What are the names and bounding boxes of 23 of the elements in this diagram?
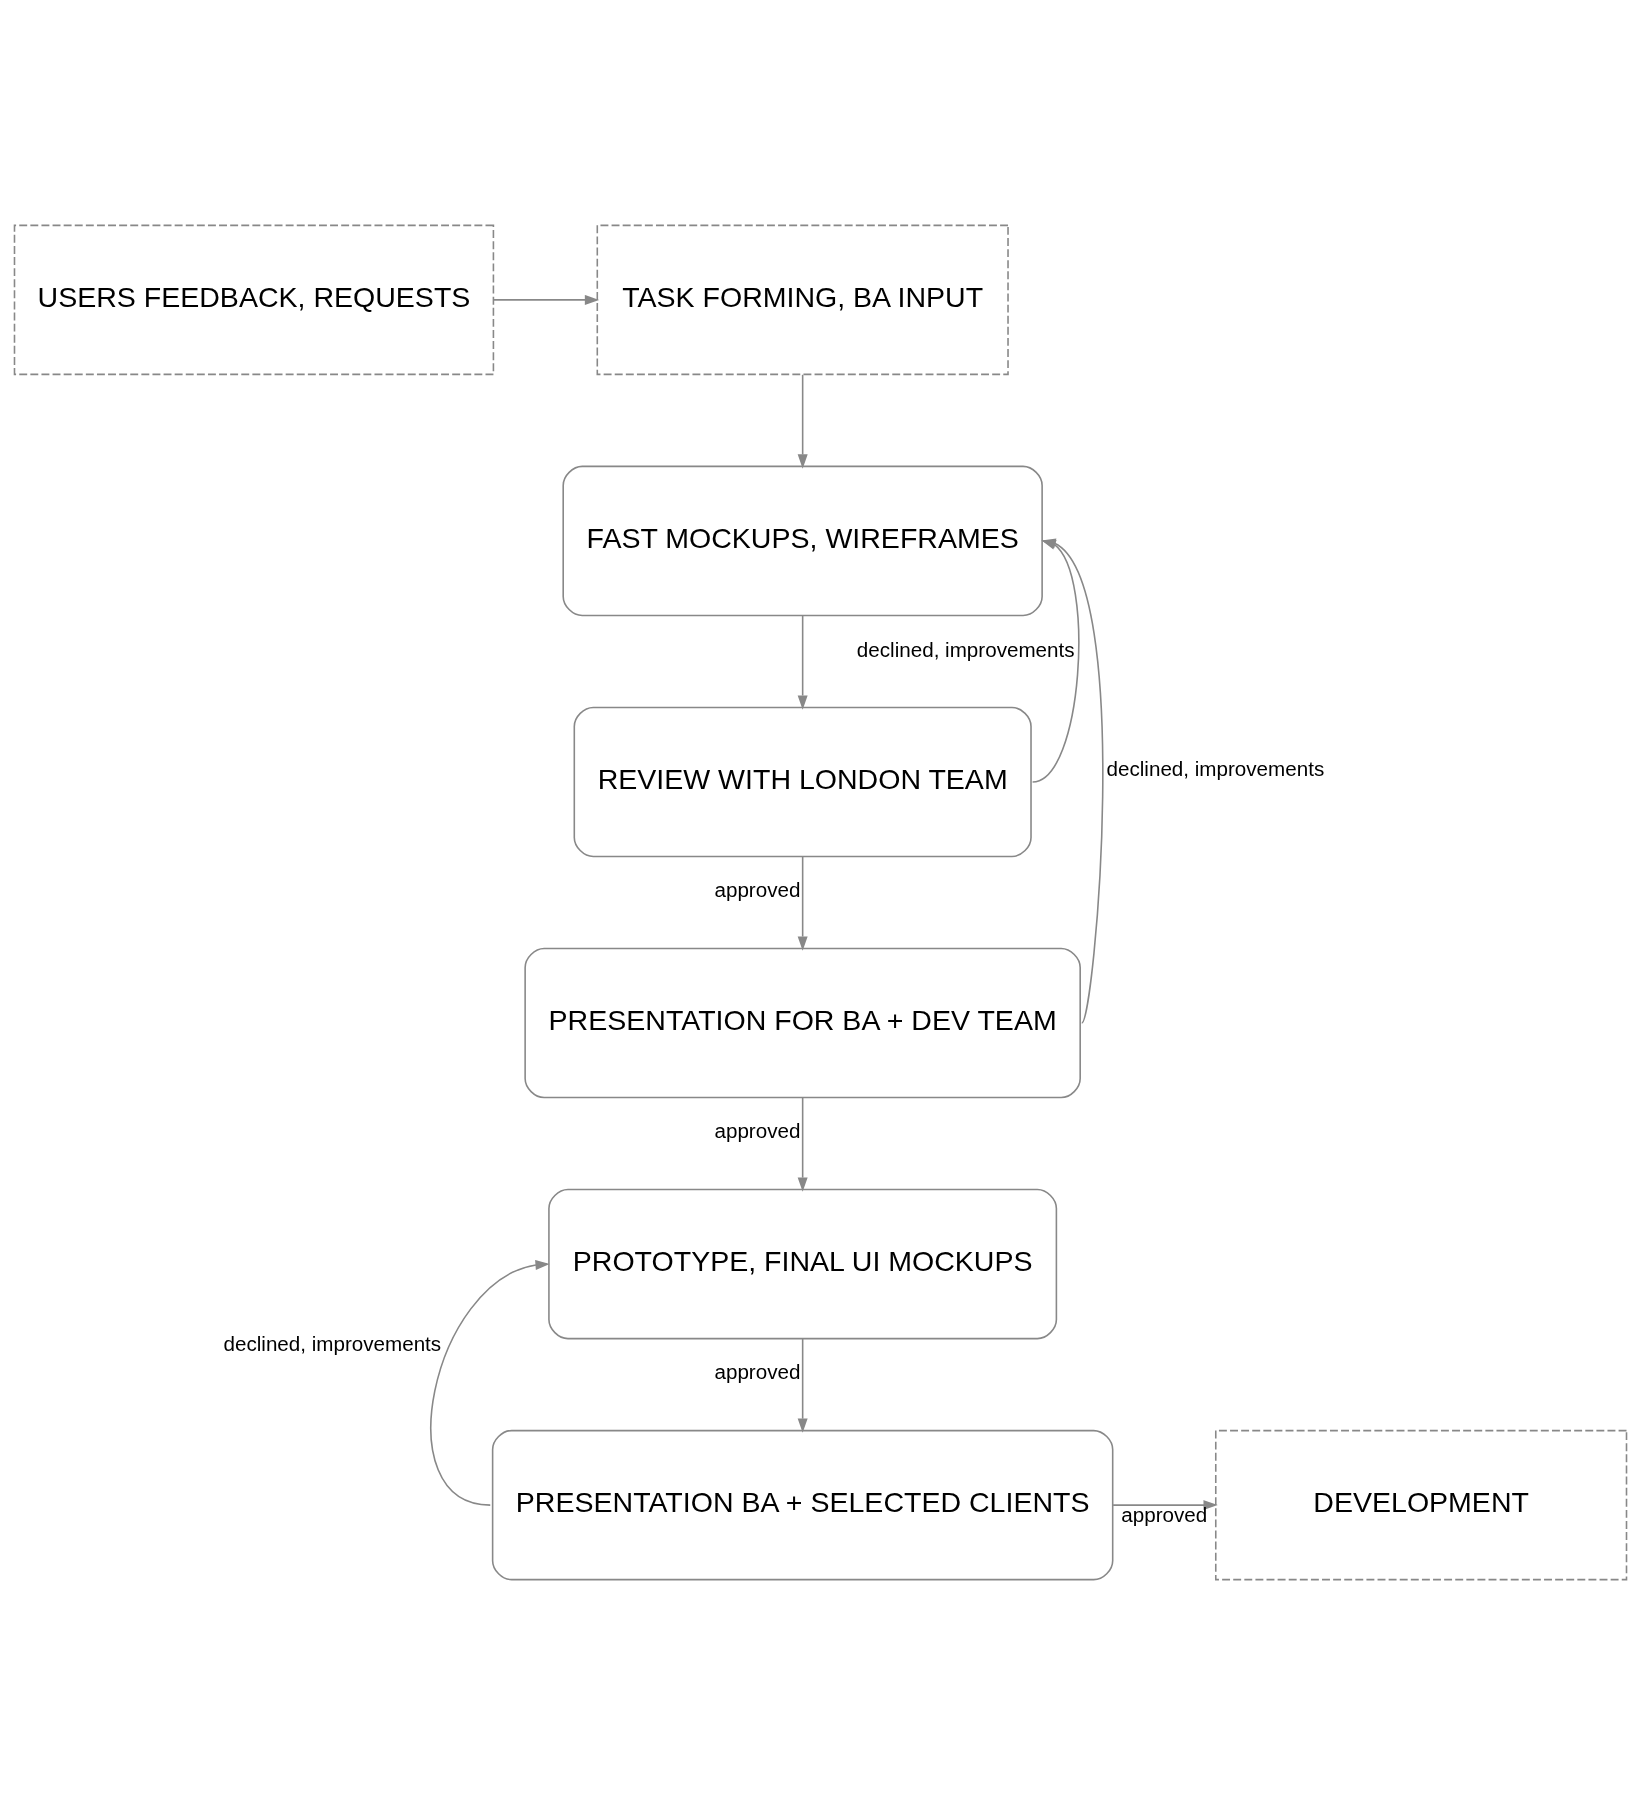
arrow <box>1112 1499 1218 1510</box>
arrow <box>797 1096 808 1192</box>
arrow <box>430 1259 550 1506</box>
edge-label: declined, improvements <box>856 637 1075 661</box>
edge-label: declined, improvements <box>223 1331 442 1355</box>
node-box: FAST MOCKUPS, WIREFRAMES <box>562 465 1043 616</box>
node-box: REVIEW WITH LONDON TEAM <box>573 706 1032 857</box>
edge-label: approved <box>714 877 801 901</box>
node-box: PRESENTATION BA + SELECTED CLIENTS <box>491 1429 1114 1580</box>
edge-label: approved <box>1121 1502 1208 1526</box>
node-box: USERS FEEDBACK, REQUESTS <box>13 224 495 375</box>
edge-label: approved <box>714 1118 801 1142</box>
arrow <box>492 294 600 305</box>
node-box: PRESENTATION FOR BA + DEV TEAM <box>524 947 1081 1098</box>
node-box: TASK FORMING, BA INPUT <box>596 224 1009 375</box>
node-box: DEVELOPMENT <box>1214 1429 1628 1580</box>
edge-label: approved <box>714 1359 801 1383</box>
node-box: PROTOTYPE, FINAL UI MOCKUPS <box>548 1188 1058 1339</box>
arrow <box>797 373 808 469</box>
edge-label: declined, improvements <box>1106 756 1325 780</box>
arrow <box>797 1337 808 1433</box>
arrow <box>797 614 808 710</box>
arrow <box>797 855 808 951</box>
